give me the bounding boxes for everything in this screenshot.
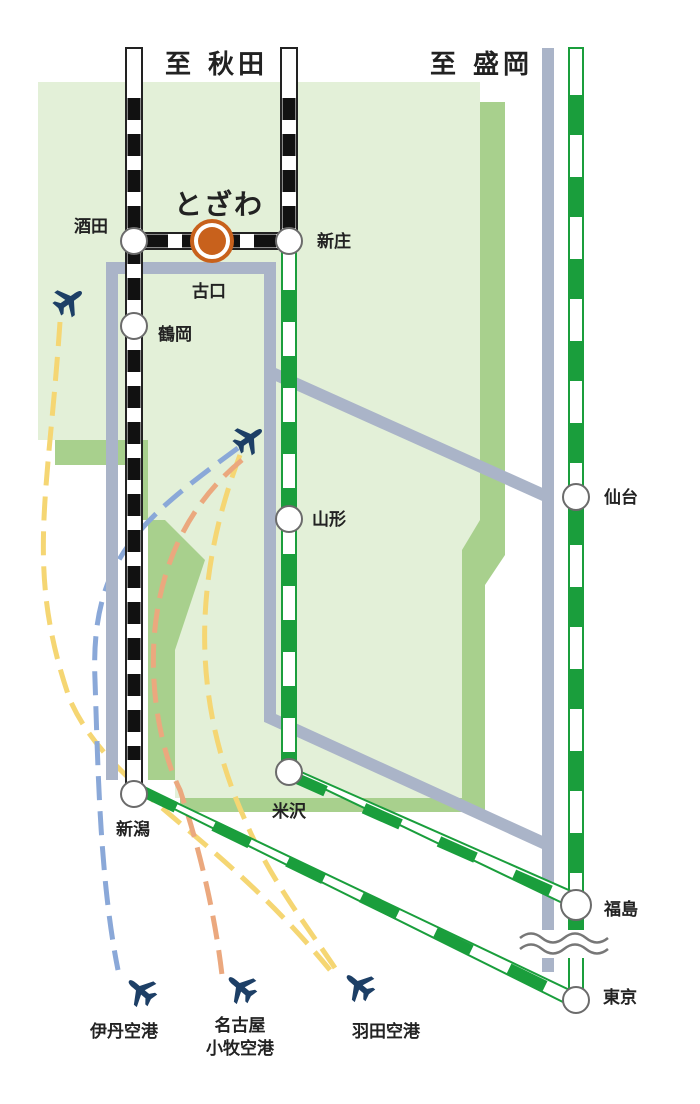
station-label-shinjo: 新庄 bbox=[317, 232, 351, 252]
station-label-tokyo: 東京 bbox=[603, 988, 637, 1008]
airport-label-itami: 伊丹空港 bbox=[90, 1022, 158, 1042]
station-label-fukushima: 福島 bbox=[604, 900, 638, 920]
station-label-tsuruoka: 鶴岡 bbox=[158, 325, 192, 345]
station-tsuruoka bbox=[120, 312, 148, 340]
station-sakata bbox=[120, 227, 148, 255]
direction-morioka: 至 盛岡 bbox=[430, 50, 534, 80]
station-shinjo bbox=[275, 227, 303, 255]
station-niigata bbox=[120, 780, 148, 808]
airport-label-nagoya-line1: 名古屋 bbox=[214, 1016, 266, 1036]
airport-label-haneda: 羽田空港 bbox=[352, 1022, 420, 1042]
station-label-yonezawa: 米沢 bbox=[272, 802, 306, 822]
highlight-station-marker bbox=[190, 219, 234, 263]
highlight-station-label: とざわ bbox=[174, 188, 265, 221]
station-yonezawa bbox=[275, 758, 303, 786]
station-label-sakata: 酒田 bbox=[74, 217, 108, 237]
station-tokyo bbox=[562, 986, 590, 1014]
route-haneda-to-local bbox=[202, 454, 338, 970]
plane-haneda-icon bbox=[337, 964, 381, 1008]
route-haneda-to-shonai bbox=[40, 321, 332, 972]
region-area bbox=[38, 82, 480, 798]
airport-label-nagoya-line2: 小牧空港 bbox=[206, 1038, 274, 1059]
station-label-furukuchi: 古口 bbox=[192, 282, 226, 302]
station-yamagata bbox=[275, 505, 303, 533]
airport-label-nagoya: 名古屋 小牧空港 bbox=[206, 1015, 274, 1061]
route-nagoya bbox=[150, 458, 244, 976]
roads bbox=[106, 48, 554, 970]
station-label-sendai: 仙台 bbox=[604, 488, 638, 508]
station-markers bbox=[120, 227, 592, 1014]
break-mark-icon bbox=[519, 930, 610, 958]
plane-itami-icon bbox=[119, 969, 163, 1013]
direction-akita: 至 秋田 bbox=[165, 50, 269, 80]
station-sendai bbox=[562, 483, 590, 511]
air-routes bbox=[40, 321, 338, 976]
route-itami bbox=[92, 445, 240, 971]
station-label-niigata: 新潟 bbox=[116, 820, 150, 840]
plane-nagoya-icon bbox=[219, 966, 263, 1010]
station-fukushima bbox=[560, 889, 592, 921]
station-label-yamagata: 山形 bbox=[312, 510, 346, 530]
